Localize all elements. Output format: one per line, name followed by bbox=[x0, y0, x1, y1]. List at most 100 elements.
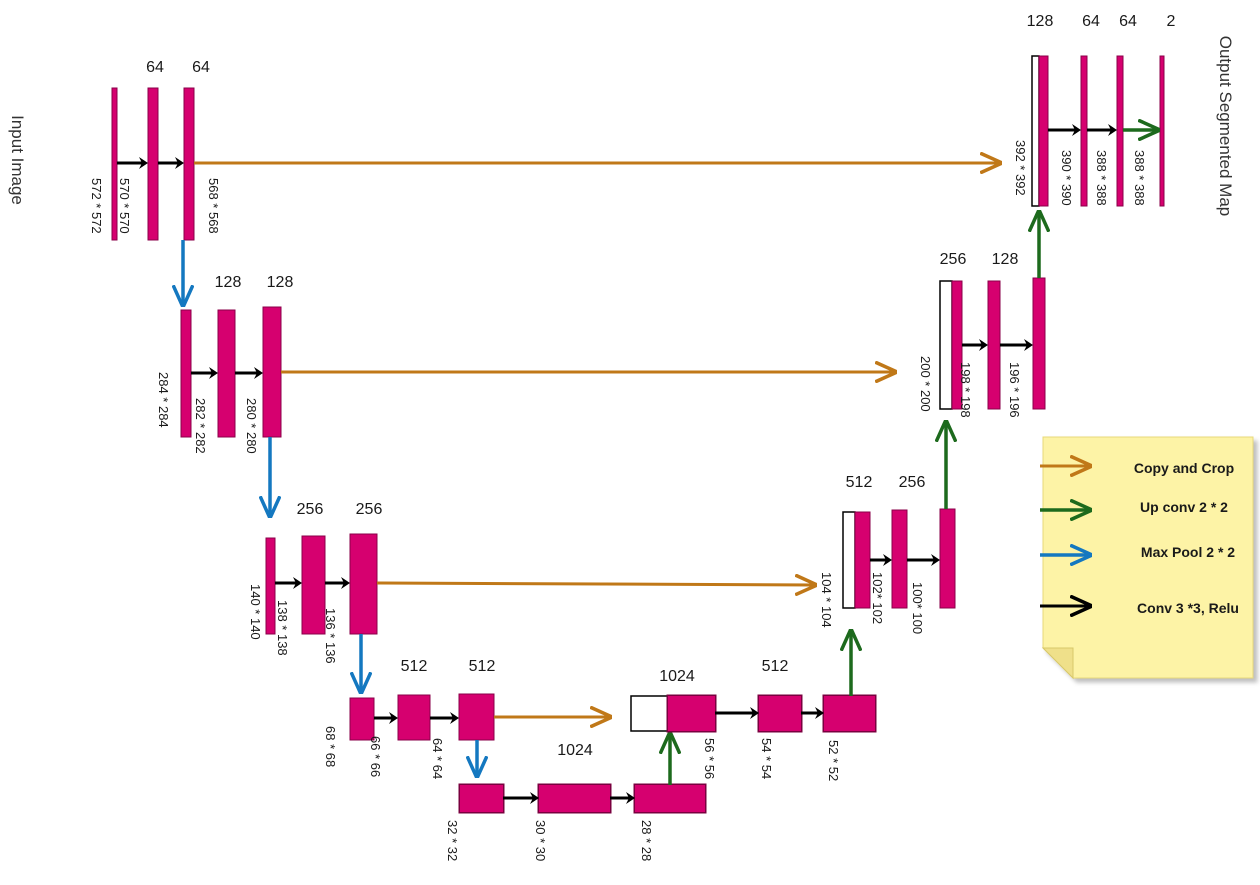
conv-arrowhead bbox=[815, 707, 824, 719]
channel-label: 512 bbox=[401, 658, 428, 675]
dimension-label: 570 * 570 bbox=[117, 178, 132, 234]
feature-map bbox=[633, 783, 707, 814]
channel-label: 1024 bbox=[557, 742, 593, 759]
dimension-label: 30 * 30 bbox=[533, 820, 548, 861]
feature-map bbox=[458, 693, 495, 741]
conv-arrowhead bbox=[931, 554, 940, 566]
encoder-level-4: 512 512 68 * 68 66 * 66 64 * 64 bbox=[323, 658, 495, 779]
output-map-label: Output Segmented Map bbox=[1216, 36, 1235, 217]
channel-label: 128 bbox=[992, 251, 1019, 268]
feature-map bbox=[1038, 55, 1049, 207]
channel-label: 256 bbox=[940, 251, 967, 268]
max-pool-legend-label: Max Pool 2 * 2 bbox=[1141, 544, 1235, 560]
dimension-label: 56 * 56 bbox=[702, 738, 717, 779]
feature-map bbox=[822, 694, 877, 733]
feature-map bbox=[111, 87, 118, 241]
feature-map bbox=[183, 87, 195, 241]
feature-map bbox=[1032, 277, 1046, 410]
feature-map bbox=[757, 694, 803, 733]
copy-crop-arrow bbox=[376, 583, 815, 585]
dimension-label: 388 * 388 bbox=[1094, 150, 1109, 206]
decoder-level-3: 512 256 104 * 104 102* 102 100* 100 bbox=[819, 474, 956, 634]
decoder-level-2: 256 128 200 * 200 198 * 198 196 * 196 bbox=[918, 251, 1046, 418]
encoder-level-2: 128 128 284 * 284 282 * 282 280 * 280 bbox=[156, 274, 293, 454]
conv-arrowhead bbox=[979, 339, 988, 351]
dimension-label: 68 * 68 bbox=[323, 726, 338, 767]
decoder-level-1: 128 64 64 2 392 * 392 390 * 390 388 * 38… bbox=[1013, 13, 1176, 207]
channel-label: 512 bbox=[846, 474, 873, 491]
legend-note-fold bbox=[1041, 647, 1074, 680]
dimension-label: 200 * 200 bbox=[918, 356, 933, 412]
feature-map bbox=[265, 537, 276, 635]
feature-map bbox=[666, 694, 717, 733]
up-conv-legend-label: Up conv 2 * 2 bbox=[1140, 499, 1228, 515]
dimension-label: 136 * 136 bbox=[323, 608, 338, 664]
feature-map bbox=[939, 508, 956, 609]
dimension-label: 282 * 282 bbox=[193, 398, 208, 454]
conv-arrowhead bbox=[175, 157, 184, 169]
channel-label: 128 bbox=[215, 274, 242, 291]
copy-crop-legend-label: Copy and Crop bbox=[1134, 460, 1234, 476]
channel-label: 2 bbox=[1167, 13, 1176, 30]
dimension-label: 66 * 66 bbox=[368, 736, 383, 777]
encoder-level-3: 256 256 140 * 140 138 * 138 136 * 136 bbox=[248, 501, 382, 664]
channel-label: 256 bbox=[899, 474, 926, 491]
feature-map bbox=[854, 511, 871, 609]
channel-label: 64 bbox=[1119, 13, 1137, 30]
dimension-label: 64 * 64 bbox=[430, 738, 445, 779]
dimension-label: 54 * 54 bbox=[759, 738, 774, 779]
conv-legend-label: Conv 3 *3, Relu bbox=[1137, 600, 1239, 616]
dimension-label: 140 * 140 bbox=[248, 584, 263, 640]
legend-note bbox=[1042, 436, 1254, 679]
feature-map bbox=[1159, 55, 1165, 207]
dimension-label: 32 * 32 bbox=[445, 820, 460, 861]
feature-map bbox=[987, 280, 1001, 410]
conv-arrowhead bbox=[450, 712, 459, 724]
dimension-label: 102* 102 bbox=[870, 572, 885, 624]
input-image-label: Input Image bbox=[8, 115, 27, 205]
bottleneck: 1024 32 * 32 30 * 30 28 * 28 bbox=[445, 742, 707, 861]
encoder-level-1: 64 64 572 * 572 570 * 570 568 * 568 bbox=[89, 59, 221, 241]
channel-label: 512 bbox=[469, 658, 496, 675]
channel-label: 512 bbox=[762, 658, 789, 675]
feature-map bbox=[217, 309, 236, 438]
conv-arrowhead bbox=[209, 367, 218, 379]
conv-arrowhead bbox=[530, 792, 539, 804]
cropped-copy bbox=[630, 695, 669, 732]
channel-label: 256 bbox=[297, 501, 324, 518]
cropped-copy bbox=[842, 511, 856, 609]
dimension-label: 284 * 284 bbox=[156, 372, 171, 428]
dimension-label: 138 * 138 bbox=[275, 600, 290, 656]
conv-arrowhead bbox=[254, 367, 263, 379]
conv-arrowhead bbox=[389, 712, 398, 724]
dimension-label: 568 * 568 bbox=[206, 178, 221, 234]
channel-label: 64 bbox=[146, 59, 164, 76]
conv-arrowhead bbox=[139, 157, 148, 169]
dimension-label: 572 * 572 bbox=[89, 178, 104, 234]
channel-label: 128 bbox=[267, 274, 294, 291]
feature-map bbox=[349, 697, 375, 741]
channel-label: 64 bbox=[1082, 13, 1100, 30]
conv-arrowhead bbox=[626, 792, 635, 804]
feature-map bbox=[537, 783, 612, 814]
dimension-label: 104 * 104 bbox=[819, 572, 834, 628]
conv-arrowhead bbox=[750, 707, 759, 719]
cropped-copy bbox=[939, 280, 953, 410]
legend: Copy and Crop Up conv 2 * 2 Max Pool 2 *… bbox=[1040, 436, 1254, 680]
dimension-label: 28 * 28 bbox=[639, 820, 654, 861]
cropped-copy bbox=[1031, 55, 1040, 207]
feature-map bbox=[147, 87, 159, 241]
feature-map bbox=[301, 535, 326, 635]
conv-arrowhead bbox=[293, 577, 302, 589]
dimension-label: 52 * 52 bbox=[826, 740, 841, 781]
feature-map bbox=[891, 509, 908, 609]
conv-arrowhead bbox=[1072, 124, 1081, 136]
dimension-label: 280 * 280 bbox=[244, 398, 259, 454]
feature-map bbox=[1116, 55, 1124, 207]
feature-map bbox=[180, 309, 192, 438]
channel-label: 128 bbox=[1027, 13, 1054, 30]
dimension-label: 196 * 196 bbox=[1007, 362, 1022, 418]
dimension-label: 392 * 392 bbox=[1013, 140, 1028, 196]
conv-arrowhead bbox=[883, 554, 892, 566]
